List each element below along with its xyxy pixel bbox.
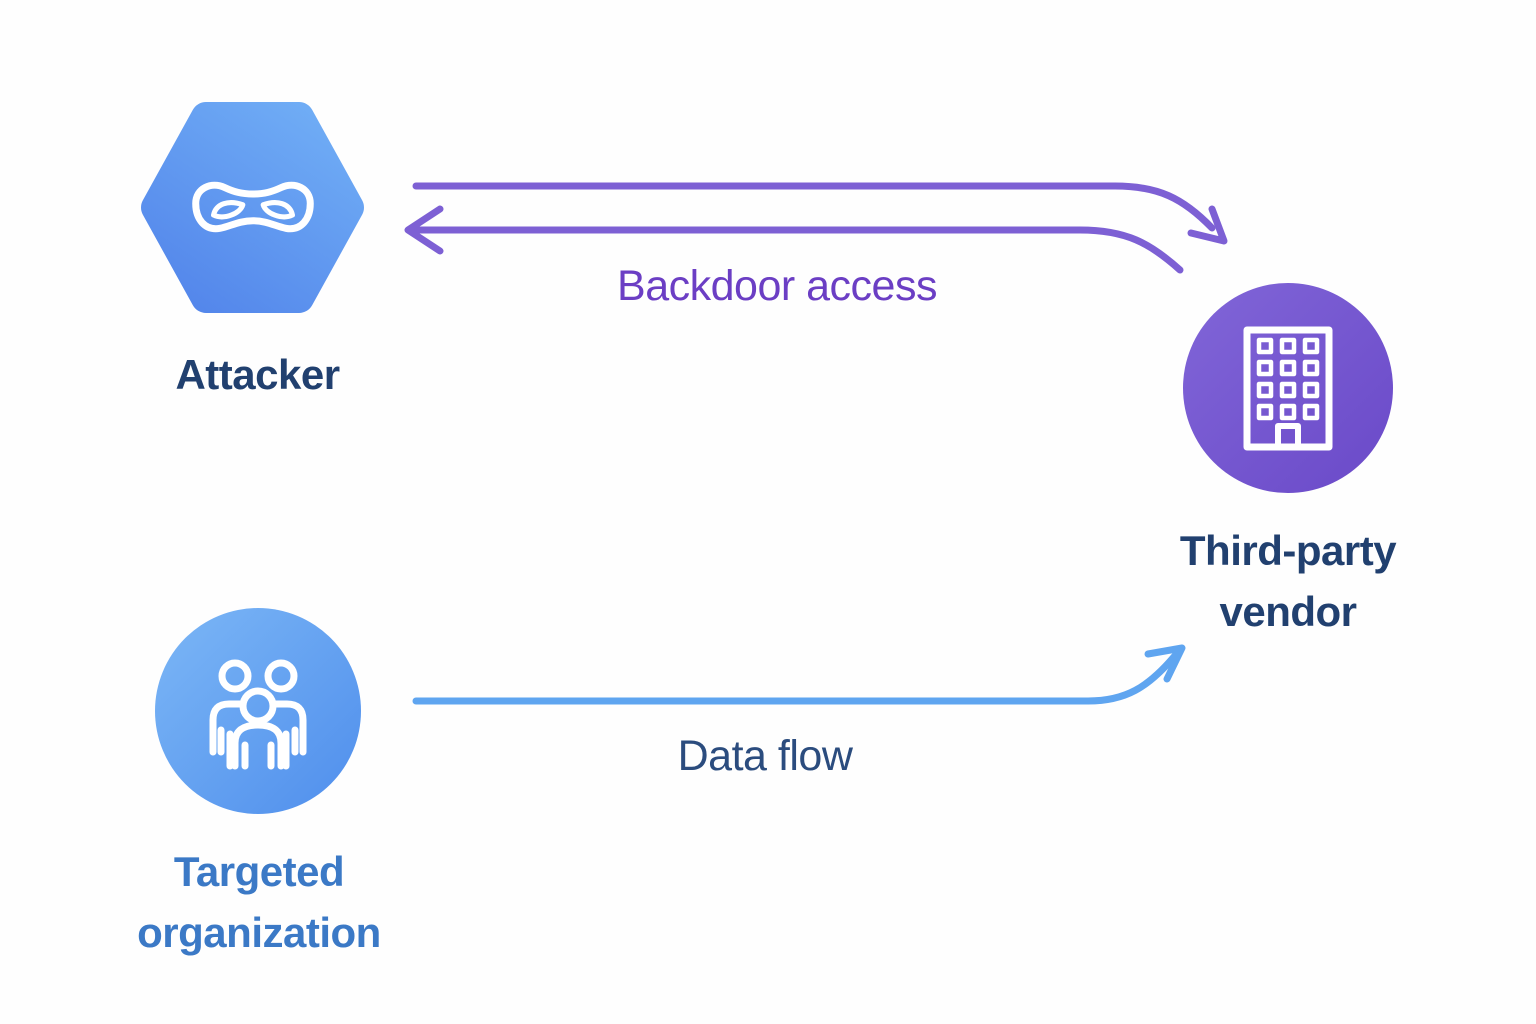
data-flow-edge-label: Data flow <box>677 732 853 780</box>
node-attacker <box>140 102 365 313</box>
backdoor-arrow-to-attacker-head-icon <box>404 205 444 255</box>
attacker-label: Attacker <box>175 351 340 398</box>
dataflow-arrow-line <box>412 648 1182 705</box>
mask-icon <box>191 181 314 232</box>
people-icon <box>209 659 307 770</box>
targeted-organization-label: Targeted organization <box>137 848 381 956</box>
attacker-hexagon-shape <box>141 102 364 313</box>
vendor-circle-shape <box>1183 283 1393 493</box>
third-party-vendor-label: Third-party vendor <box>1179 527 1397 635</box>
dataflow-arrow-head-icon <box>1144 644 1186 683</box>
backdoor-arrow-to-vendor-line <box>412 182 1216 232</box>
node-third-party-vendor <box>1183 283 1393 493</box>
node-targeted-organization <box>155 608 361 814</box>
backdoor-access-edge-label: Backdoor access <box>617 262 937 310</box>
building-icon <box>1243 326 1333 450</box>
organization-circle-shape <box>155 608 361 814</box>
backdoor-arrow-to-vendor-head-icon <box>1187 205 1228 245</box>
